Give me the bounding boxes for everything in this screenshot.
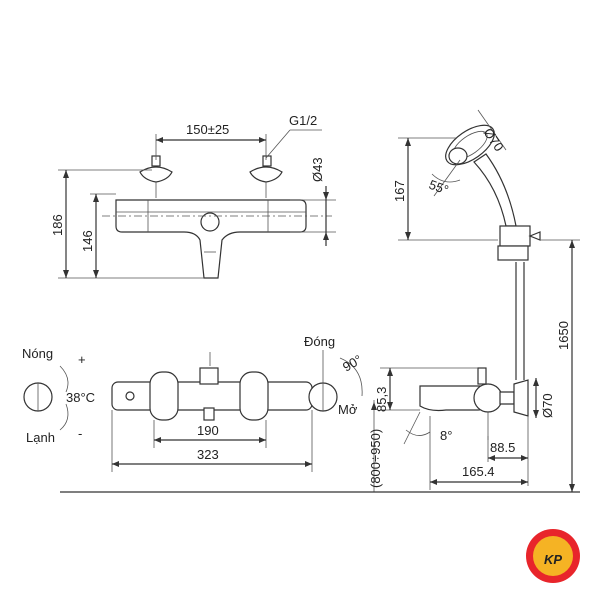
- label-hot: Nóng: [22, 346, 53, 361]
- label-minus: -: [78, 426, 82, 441]
- dim-width-323: 323: [197, 447, 219, 462]
- label-close: Đóng: [304, 334, 335, 349]
- dim-spacing: 150±25: [186, 122, 229, 137]
- dim-depth-165-4: 165.4: [462, 464, 495, 479]
- logo-fill: [533, 536, 573, 576]
- dim-angle-90: 90°: [340, 352, 365, 375]
- dim-height-186: 186: [50, 214, 65, 236]
- dim-height-85-3: 85,3: [374, 387, 389, 412]
- kp-logo: KP: [526, 529, 580, 583]
- dim-install-height: (800÷950): [368, 429, 383, 488]
- dim-diameter-70-lower: Ø70: [540, 393, 555, 418]
- dim-rail-height: 1650: [556, 321, 571, 350]
- label-cold: Lạnh: [26, 430, 55, 445]
- temperature-knob: Nóng + 38°C Lạnh -: [22, 346, 95, 445]
- label-temperature: 38°C: [66, 390, 95, 405]
- side-view: Ø70 167 55° 1650: [392, 109, 580, 492]
- dim-diameter-43: Ø43: [310, 157, 325, 182]
- dim-depth-88-5: 88.5: [490, 440, 515, 455]
- dim-angle-8: 8°: [440, 428, 452, 443]
- label-plus: +: [78, 352, 86, 367]
- label-open: Mở: [338, 402, 358, 417]
- dim-width-190: 190: [197, 423, 219, 438]
- mixer-side-view: 85,3 8° (800÷950) Ø70 88.5 165.4: [368, 367, 555, 492]
- dim-height-146: 146: [80, 230, 95, 252]
- top-view: 190 323: [111, 352, 313, 472]
- dim-thread: G1/2: [289, 113, 317, 128]
- front-view: 150±25 G1/2 Ø43 186 146: [50, 113, 336, 279]
- flow-knob: Đóng 90° Mở: [304, 334, 365, 417]
- dim-height-167: 167: [392, 180, 407, 202]
- logo-text: KP: [544, 552, 562, 567]
- dim-angle-55: 55°: [427, 177, 451, 198]
